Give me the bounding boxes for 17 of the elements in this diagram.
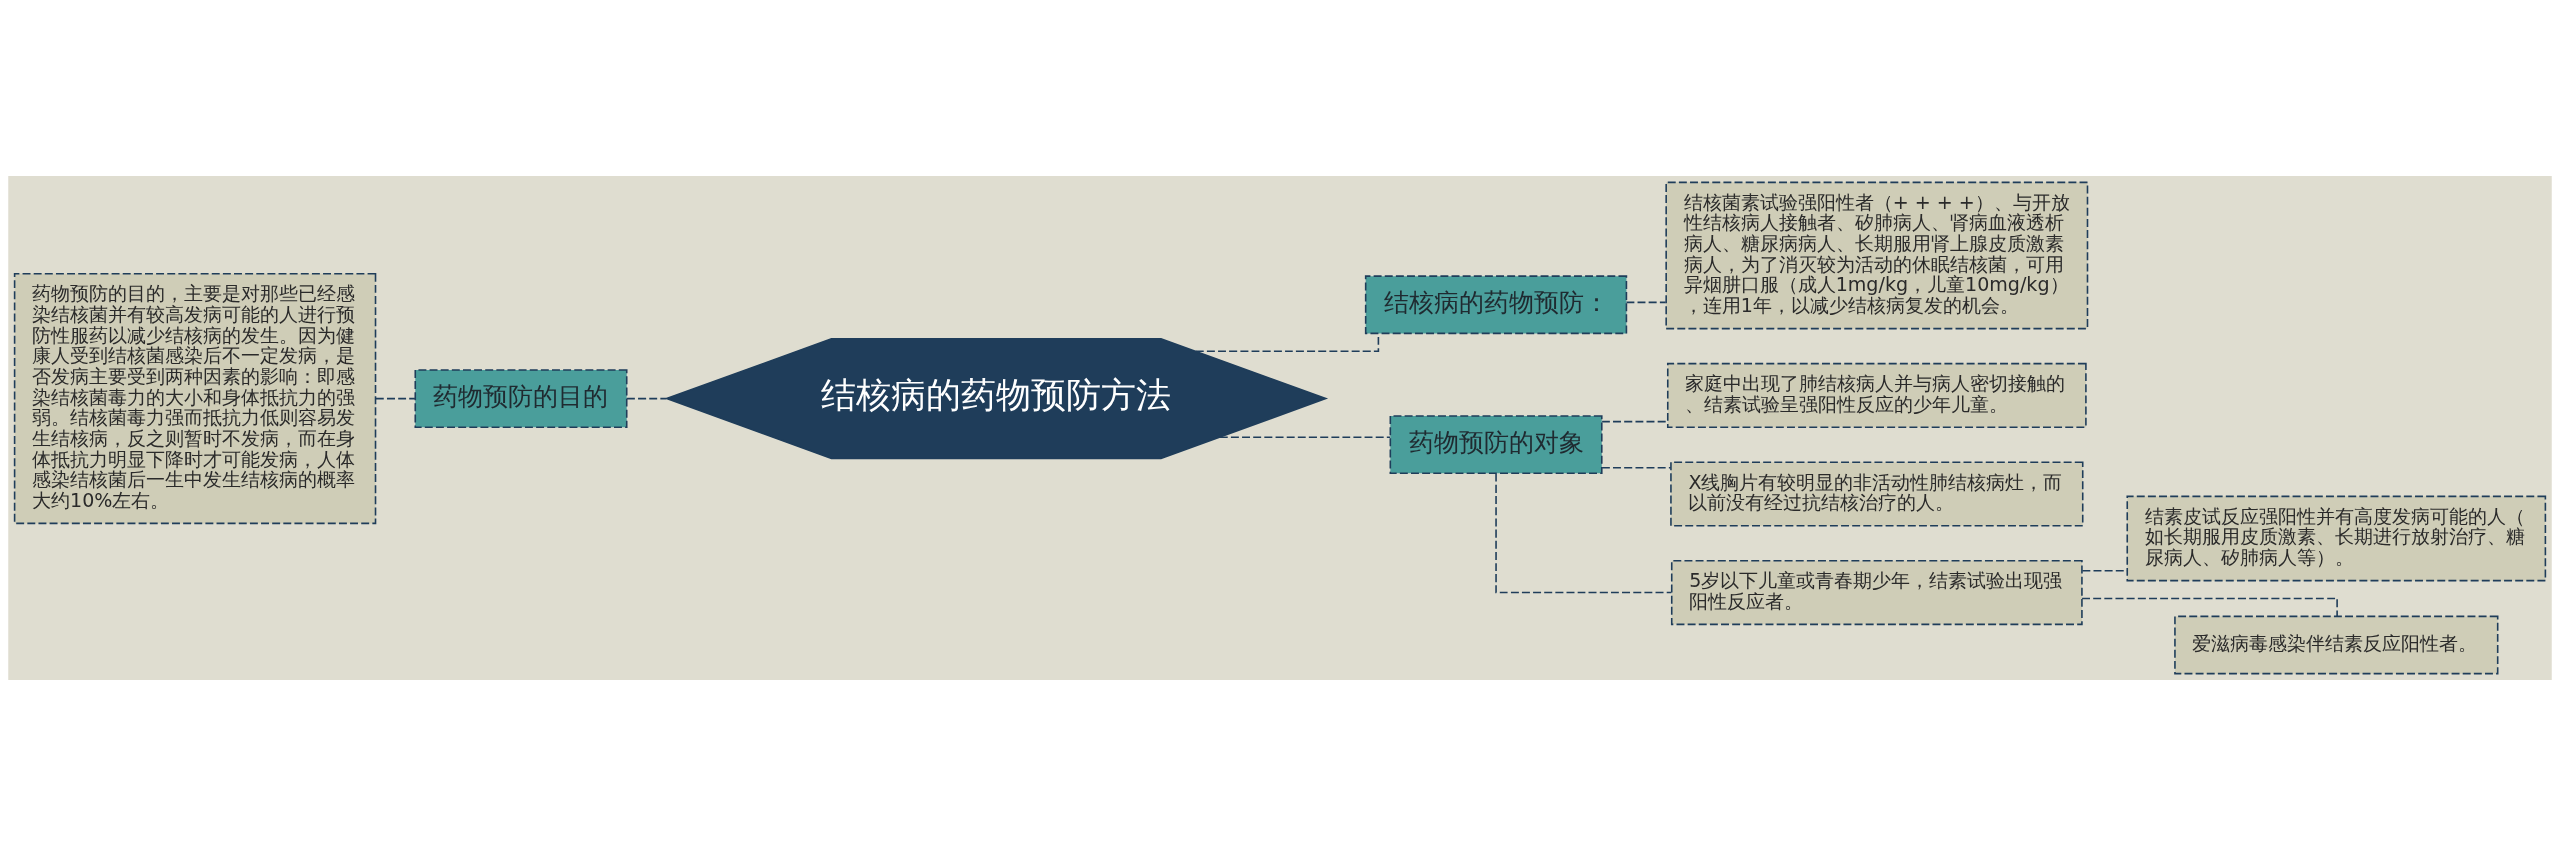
node-box: 药物预防的对象 [1389, 414, 1603, 474]
connector [626, 397, 668, 399]
connector [1219, 435, 1391, 438]
node-box: X线胸片有较明显的非活动性肺结核病灶，而以前没有经过抗结核治疗的人。 [1670, 460, 2084, 527]
connector [1625, 301, 1667, 303]
connector [374, 397, 416, 399]
node-box: 结核病的药物预防： [1364, 274, 1628, 334]
node-box: 爱滋病毒感染伴结素反应阳性者。 [2174, 615, 2499, 674]
connector [1495, 472, 1673, 593]
node-box: 家庭中出现了肺结核病人并与病人密切接触的、结素试验呈强阳性反应的少年儿童。 [1666, 362, 2087, 428]
connector [1601, 420, 1668, 422]
node-box: 结素皮试反应强阳性并有高度发病可能的人（如长期服用皮质激素、长期进行放射治疗、糖尿病人、矽肺病人等）。 [2126, 495, 2547, 581]
node-box: 药物预防的目的，主要是对那些已经感染结核菌并有较高发病可能的人进行预防性服药以减少结核病的发生。因为健康人受到结核菌感染后不一定发病，是否发病主要受到两种因素的影响：即感染结核菌毒力的大小和身体抵抗力的强弱。结核菌毒力强而抵抗力低则容易发生结核病，反之则暂时不发病，而在身体抵抗力明显下降时才可能发病，人体感染结核菌后一生中发生结核病的概率大约10%左右。 [13, 272, 377, 524]
connector [1601, 466, 1672, 469]
node-box: 药物预防的目的 [414, 368, 628, 428]
node-box: 结核菌素试验强阳性者（+ + + +）、与开放性结核病人接触者、矽肺病人、肾病血液透析病人、糖尿病病人、长期服用肾上腺皮质激素病人，为了消灭较为活动的休眠结核菌，可用异烟肼口服（成人1mg/kg，儿童10mg/kg），连用1年，以减少结核病复发的机会。 [1665, 181, 2089, 329]
node-box: 5岁以下儿童或青春期少年，结素试验出现强阳性反应者。 [1670, 559, 2083, 625]
